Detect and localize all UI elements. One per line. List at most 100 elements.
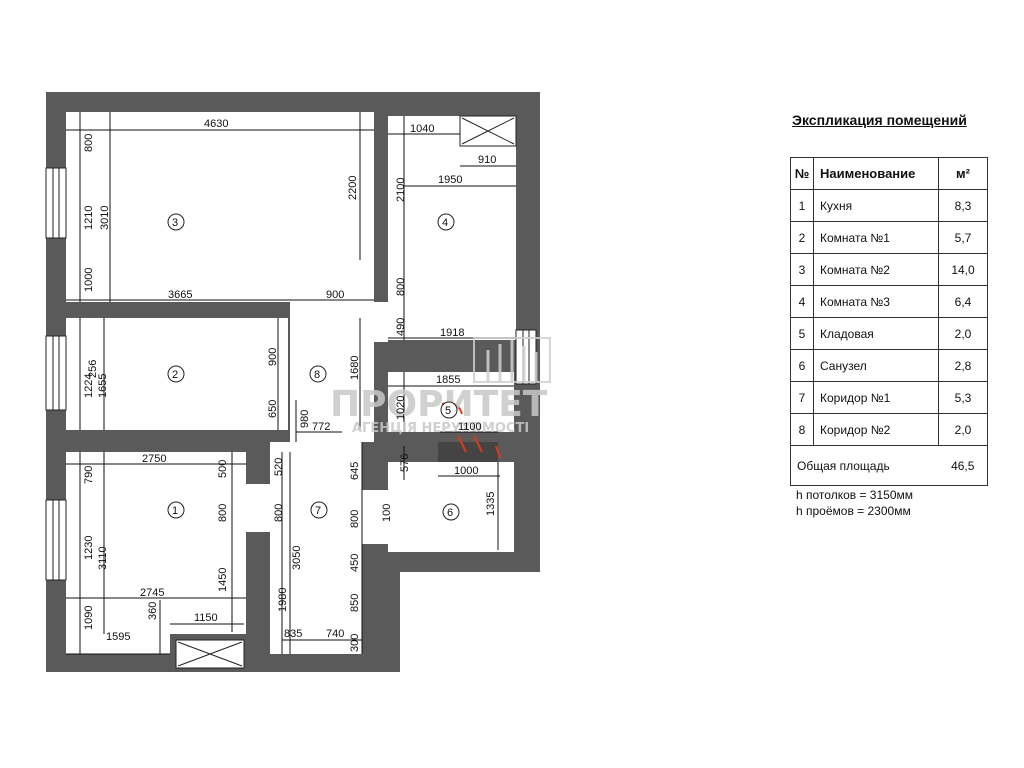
table-row: 8 Коридор №2 2,0	[790, 413, 988, 446]
row-num: 1	[790, 189, 814, 222]
room-number-8: 8	[314, 369, 320, 381]
table-row: 1 Кухня 8,3	[790, 189, 988, 222]
explication-legend: Экспликация помещений № Наименование м² …	[786, 112, 1016, 518]
svg-text:2100: 2100	[395, 178, 407, 202]
room-number-1: 1	[172, 505, 178, 517]
row-area: 5,7	[938, 221, 988, 254]
table-row: 5 Кладовая 2,0	[790, 317, 988, 350]
svg-text:300: 300	[349, 634, 361, 652]
svg-text:1020: 1020	[395, 396, 407, 420]
corridor-8-link	[374, 302, 388, 342]
svg-text:650: 650	[267, 400, 279, 418]
row-name: Коридор №2	[813, 413, 939, 446]
room-number-6: 6	[447, 507, 453, 519]
svg-text:256: 256	[87, 360, 99, 378]
svg-text:1950: 1950	[438, 174, 462, 186]
row-name: Кладовая	[813, 317, 939, 350]
door-opening-1-7	[224, 484, 272, 532]
row-num: 3	[790, 253, 814, 286]
header-area: м²	[938, 157, 988, 190]
row-num: 7	[790, 381, 814, 414]
svg-text:1918: 1918	[440, 327, 464, 339]
row-name: Санузел	[813, 349, 939, 382]
window-left-3	[45, 499, 67, 581]
room-number-4: 4	[442, 217, 448, 229]
explication-table: № Наименование м² 1 Кухня 8,3 2 Комната …	[790, 157, 988, 486]
dimension-labels-vertical: 800 1210 3010 1000 2200 2100 800 490 122…	[83, 134, 497, 652]
row-num: 6	[790, 349, 814, 382]
table-row: 2 Комната №1 5,7	[790, 221, 988, 254]
table-row: 6 Санузел 2,8	[790, 349, 988, 382]
row-name: Комната №2	[813, 253, 939, 286]
row-area: 2,0	[938, 413, 988, 446]
corridor-7-link	[362, 490, 388, 544]
svg-text:3110: 3110	[97, 546, 109, 570]
height-notes: h потолков = 3150мм h проёмов = 2300мм	[796, 487, 913, 519]
window-left-1	[45, 167, 67, 239]
row-area: 6,4	[938, 285, 988, 318]
svg-text:772: 772	[312, 421, 330, 433]
corridor-7-area	[270, 442, 362, 654]
room-number-5: 5	[445, 405, 451, 417]
svg-text:576: 576	[399, 454, 411, 472]
room-1-lower	[66, 610, 170, 654]
svg-text:800: 800	[217, 504, 229, 522]
svg-text:1090: 1090	[83, 606, 95, 630]
svg-text:1335: 1335	[485, 492, 497, 516]
svg-text:360: 360	[147, 602, 159, 620]
table-row: 7 Коридор №1 5,3	[790, 381, 988, 414]
svg-text:790: 790	[83, 466, 95, 484]
row-area: 5,3	[938, 381, 988, 414]
svg-text:740: 740	[326, 628, 344, 640]
header-num: №	[790, 157, 814, 190]
total-row: Общая площадь 46,5	[790, 445, 988, 486]
room-number-2: 2	[172, 369, 178, 381]
row-name: Комната №3	[813, 285, 939, 318]
room-number-3: 3	[172, 217, 178, 229]
watermark-brand: ПРОРИТЕТ	[330, 384, 548, 425]
svg-text:980: 980	[299, 410, 311, 428]
svg-text:1595: 1595	[106, 631, 130, 643]
svg-text:3050: 3050	[291, 546, 303, 570]
svg-text:1000: 1000	[454, 465, 478, 477]
dimension-lines	[66, 112, 516, 655]
room-1-area	[66, 452, 246, 634]
svg-text:800: 800	[83, 134, 95, 152]
watermark-tagline: АГЕНЦІЯ НЕРУХОМОСТІ	[352, 421, 529, 436]
svg-text:1230: 1230	[83, 536, 95, 560]
svg-text:800: 800	[349, 510, 361, 528]
svg-text:850: 850	[349, 594, 361, 612]
row-num: 8	[790, 413, 814, 446]
svg-text:3665: 3665	[168, 289, 192, 301]
row-name: Комната №1	[813, 221, 939, 254]
table-header-row: № Наименование м²	[790, 157, 988, 190]
row-area: 14,0	[938, 253, 988, 286]
row-name: Кухня	[813, 189, 939, 222]
svg-text:1000: 1000	[83, 268, 95, 292]
svg-text:450: 450	[349, 554, 361, 572]
svg-text:1150: 1150	[194, 612, 218, 624]
svg-text:1100: 1100	[458, 421, 482, 433]
svg-text:910: 910	[478, 154, 496, 166]
room-6-niche	[438, 442, 498, 462]
row-area: 2,0	[938, 317, 988, 350]
table-row: 3 Комната №2 14,0	[790, 253, 988, 286]
row-area: 8,3	[938, 189, 988, 222]
svg-text:1224: 1224	[83, 374, 95, 398]
svg-text:500: 500	[217, 460, 229, 478]
room-number-7: 7	[315, 505, 321, 517]
svg-text:1210: 1210	[83, 206, 95, 230]
svg-text:2745: 2745	[140, 587, 164, 599]
svg-text:1655: 1655	[97, 374, 109, 398]
total-value: 46,5	[938, 445, 988, 486]
svg-text:2750: 2750	[142, 453, 166, 465]
ceiling-height-note: h потолков = 3150мм	[796, 488, 913, 502]
svg-text:900: 900	[267, 348, 279, 366]
svg-text:645: 645	[349, 462, 361, 480]
svg-text:800: 800	[395, 278, 407, 296]
dimension-labels: 4630 1040 910 1950 3665 900 1918 1855 77…	[106, 118, 496, 643]
row-area: 2,8	[938, 349, 988, 382]
svg-text:1855: 1855	[436, 374, 460, 386]
row-name: Коридор №1	[813, 381, 939, 414]
room-3-area	[66, 112, 374, 302]
